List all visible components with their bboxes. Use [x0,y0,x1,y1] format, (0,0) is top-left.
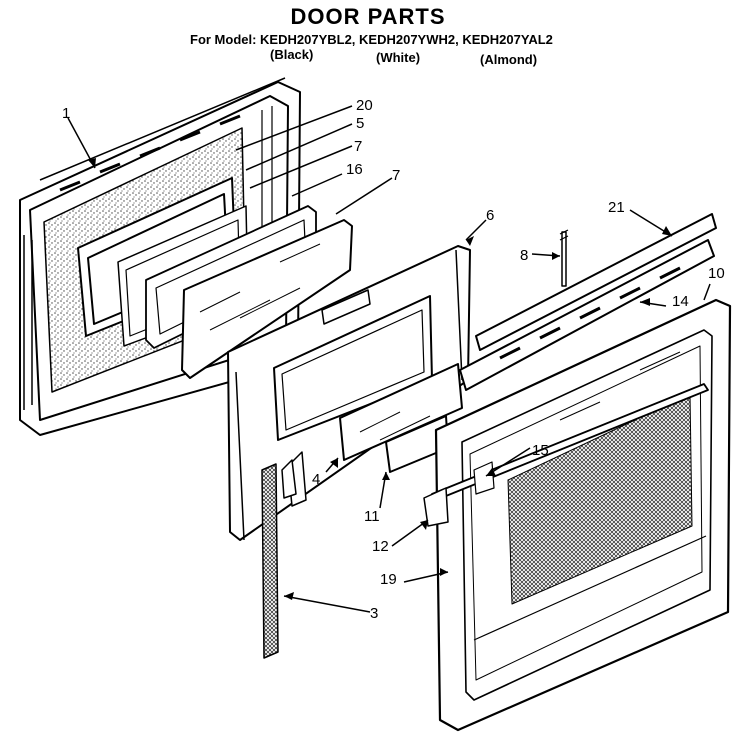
door-side-strip [261,463,279,659]
callout-21: 21 [608,199,625,216]
door-handle [423,383,709,527]
callout-19: 19 [380,571,397,588]
variant-white: (White) [376,50,421,65]
callout-4: 4 [312,471,320,488]
callout-11: 11 [364,508,380,525]
callout-15: 15 [532,442,549,459]
page-title: DOOR PARTS [290,4,446,29]
callout-14: 14 [672,293,689,310]
spring-clip [559,229,569,287]
callout-8: 8 [520,247,528,264]
callout-7-glass: 7 [392,167,400,184]
variant-almond: (Almond) [480,52,538,67]
inner-glass [181,219,353,379]
light-bracket [281,451,307,507]
arrowheads [88,158,672,600]
variant-black: (Black) [270,47,314,62]
callout-5: 5 [356,115,364,132]
callout-6: 6 [486,207,494,224]
callout-1: 1 [62,105,70,122]
callout-16: 16 [346,161,363,178]
callout-7-upper: 7 [354,138,362,155]
model-list: For Model: KEDH207YBL2, KEDH207YWH2, KED… [190,32,553,47]
door-top-trim [459,213,717,391]
callout-12: 12 [372,538,389,555]
window-glass [339,363,463,461]
callout-20: 20 [356,97,373,114]
callout-3: 3 [370,605,378,622]
callout-10: 10 [708,265,725,282]
